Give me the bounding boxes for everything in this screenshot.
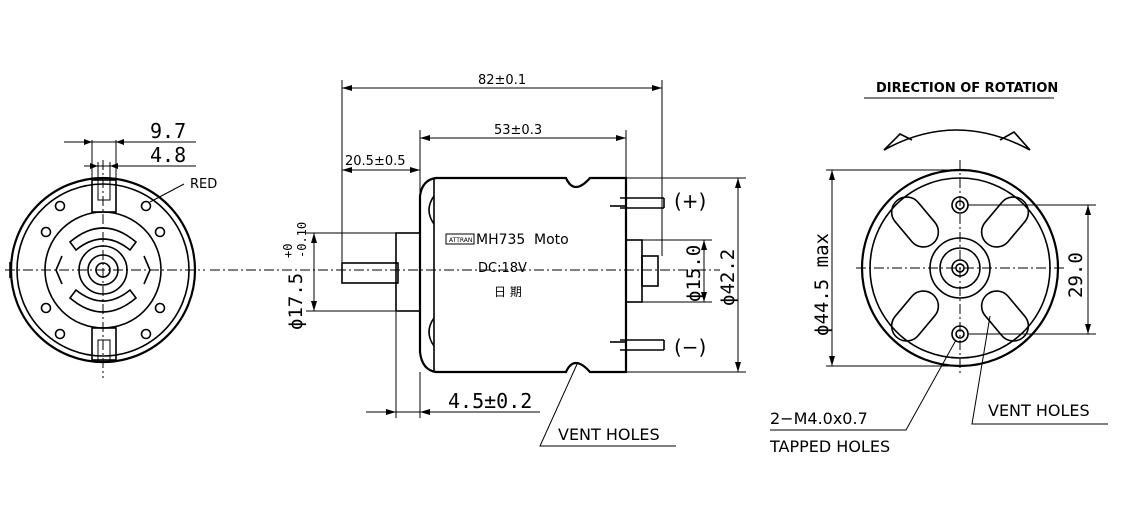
terminal-spacing-label: 9.7 [150,119,186,143]
front-vent-bottom [428,317,435,347]
date-label: 日 期 [494,285,522,299]
rear-hole-4 [154,302,166,314]
rotation-arrow-right [999,130,1031,151]
rear-slot-top [68,227,138,252]
front-vent-3 [890,290,940,342]
boss-tolerance-upper: +0 [281,244,295,258]
tapped-leader [770,339,957,431]
rear-view: 9.7 4.8 RED [5,119,217,378]
vent-leader-side [539,361,676,447]
plus-terminal-label: (+) [674,189,706,213]
vent-holes-front-label: VENT HOLES [988,401,1090,420]
rear-hole-6 [140,200,152,212]
front-vent-2 [980,196,1030,248]
side-view: ATTRAN MH735 Moto DC:18V 日 期 (+) (−) 82±… [210,73,746,447]
rear-slot-bottom [68,288,138,313]
front-vent-top [428,195,435,225]
red-label: RED [190,177,217,192]
rear-bearing-boss [625,239,643,303]
boss-tolerance-lower: -0.10 [295,222,309,258]
brand-logo-box [445,233,475,245]
dim-arrows-boss [386,409,430,415]
model-label: MH735 [476,232,525,248]
shaft [341,262,399,284]
max-diameter-label: ϕ44.5 max [811,233,833,336]
shaft-length-label: 20.5±0.5 [345,154,406,169]
overall-length-label: 82±0.1 [478,73,526,88]
rear-hole-7 [54,328,66,340]
rotation-arrow-left [883,133,913,151]
body-length-label: 53±0.3 [494,123,542,138]
hole-spacing-label: 29.0 [1065,252,1087,298]
direction-label: DIRECTION OF ROTATION [876,81,1058,96]
rear-hole-5 [54,200,66,212]
dim-arrows-4-8 [90,163,118,169]
rotation-arc [883,129,1031,151]
rear-terminal-top-tab [97,179,111,201]
front-vent-4 [980,290,1030,342]
terminal-width-label: 4.8 [150,143,186,167]
boss-length-label: 4.5±0.2 [448,389,532,413]
vent-holes-side-label: VENT HOLES [558,425,660,444]
rear-hole-2 [154,226,166,238]
rear-terminal-bottom-tab [97,339,111,361]
rear-hole-8 [140,328,152,340]
tapped-holes-line1: 2−M4.0x0.7 [770,409,868,428]
tapped-holes-line2: TAPPED HOLES [769,437,890,456]
dim-arrows-9-7 [84,139,124,145]
rear-hole-3 [40,302,52,314]
brand-label: Moto [534,232,569,248]
boss-diameter-label: ϕ17.5 [285,273,307,330]
rear-hole-1 [40,226,52,238]
front-vent-1 [890,196,940,248]
front-boss [395,232,421,312]
bearing-diameter-label: ϕ15.0 [683,245,705,302]
can-diameter-label: ϕ42.2 [717,249,739,306]
red-leader [149,183,185,203]
front-view: DIRECTION OF ROTATION ϕ44.5 max [769,81,1108,456]
rear-shaft-end [641,255,659,287]
vent-leader-front [971,315,1108,425]
brand-logo: ATTRAN [449,237,472,244]
voltage-label: DC:18V [478,261,527,276]
minus-terminal-label: (−) [674,335,706,359]
